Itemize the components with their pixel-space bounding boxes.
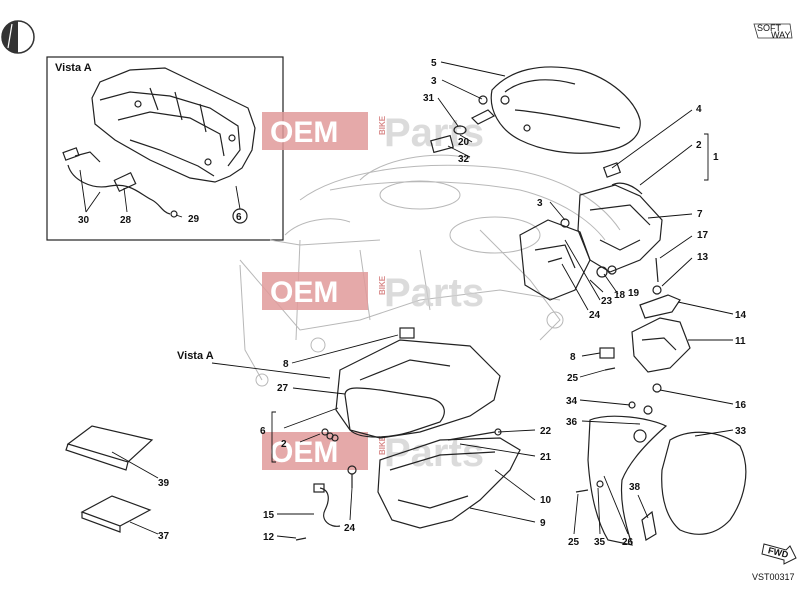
watermark-oem-3: OEM: [270, 436, 338, 469]
inset-vista-a: Vista A 30 28 29 6: [46, 56, 284, 241]
inset-callout-30: 30: [78, 215, 90, 226]
watermark-parts-2: Parts: [384, 271, 484, 315]
callout-26: 26: [622, 537, 634, 548]
callout-2: 2: [696, 140, 702, 151]
brand-logo: SOFT WAY: [753, 23, 793, 40]
watermark-parts: Parts: [384, 111, 484, 155]
part-bracket: [519, 218, 591, 301]
part-manual-39: [65, 425, 154, 471]
fwd-label: FWD: [767, 545, 790, 560]
callout-12: 12: [263, 532, 275, 543]
part-front-fairing: [575, 401, 747, 546]
part-manual-37: [80, 495, 152, 533]
callout-8b: 8: [570, 352, 576, 363]
callout-4: 4: [696, 104, 702, 115]
callout-3: 3: [431, 76, 437, 87]
part-seat: [490, 66, 641, 154]
callout-6: 6: [260, 426, 266, 437]
callout-35: 35: [594, 537, 606, 548]
callout-8: 8: [283, 359, 289, 370]
page-marker-icon: [1, 20, 35, 54]
watermark-bike: BIKE: [378, 115, 387, 135]
drawing-code: VST00317: [752, 572, 795, 582]
callout-22: 22: [540, 426, 552, 437]
callout-20: 20: [458, 137, 470, 148]
callouts: 5 3 31 20 32 4 2 1 7 3 17 13 14 11 23 18…: [158, 58, 747, 548]
callout-23: 23: [601, 296, 613, 307]
callout-1: 1: [713, 152, 719, 163]
callout-11: 11: [735, 336, 746, 347]
callout-7: 7: [697, 209, 703, 220]
callout-10: 10: [540, 495, 552, 506]
inset-callout-6: 6: [236, 212, 242, 223]
callout-32: 32: [458, 154, 470, 165]
callout-2b: 2: [281, 439, 287, 450]
callout-19: 19: [628, 288, 640, 299]
part-cable: [295, 483, 341, 541]
main-view-label: Vista A: [177, 350, 214, 362]
part-right-bracket: [599, 257, 691, 393]
callout-24: 24: [589, 310, 601, 321]
callout-33: 33: [735, 426, 747, 437]
brand-text-2: WAY: [771, 30, 791, 40]
callout-9: 9: [540, 518, 546, 529]
callout-18: 18: [614, 290, 626, 301]
inset-callout-28: 28: [120, 215, 132, 226]
frame-outline: [239, 154, 621, 387]
fwd-arrow-icon: FWD: [761, 543, 797, 565]
callout-14: 14: [735, 310, 747, 321]
callout-3b: 3: [537, 198, 543, 209]
callout-21: 21: [540, 452, 552, 463]
callout-38: 38: [629, 482, 641, 493]
callout-25b: 25: [568, 537, 580, 548]
callout-37: 37: [158, 531, 170, 542]
callout-17: 17: [697, 230, 709, 241]
callout-27: 27: [277, 383, 289, 394]
watermark-oem-2: OEM: [270, 276, 338, 309]
leader-lines: [111, 61, 734, 539]
callout-34: 34: [566, 396, 578, 407]
callout-36: 36: [566, 417, 578, 428]
callout-15: 15: [263, 510, 275, 521]
inset-title: Vista A: [55, 62, 92, 74]
callout-5: 5: [431, 58, 437, 69]
part-left-panel: [321, 327, 501, 442]
part-seat-fasteners: [430, 95, 496, 154]
watermark-oem: OEM: [270, 116, 338, 149]
watermark: OEM BIKE Parts OEM BIKE Parts OEM BIKE P…: [262, 111, 484, 475]
brand-text-1: SOFT: [757, 23, 782, 33]
callout-31: 31: [423, 93, 435, 104]
part-lower-panel: [347, 428, 521, 529]
callout-24b: 24: [344, 523, 356, 534]
callout-13: 13: [697, 252, 709, 263]
callout-39: 39: [158, 478, 170, 489]
part-tail-light: [577, 162, 663, 278]
watermark-bike-3: BIKE: [378, 435, 387, 455]
inset-callout-29: 29: [188, 214, 200, 225]
callout-16: 16: [735, 400, 747, 411]
watermark-bike-2: BIKE: [378, 275, 387, 295]
callout-25: 25: [567, 373, 579, 384]
